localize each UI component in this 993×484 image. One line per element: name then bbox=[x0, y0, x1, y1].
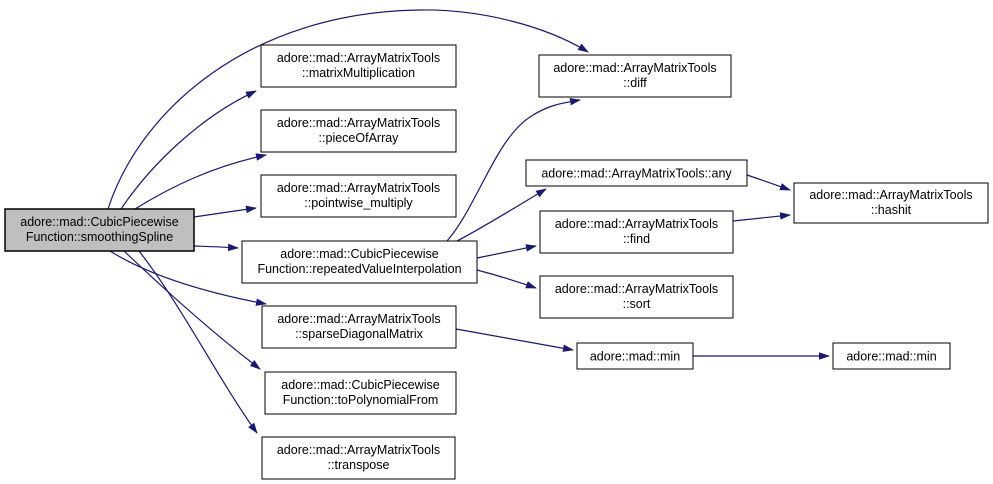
node-label: adore::mad::CubicPiecewise bbox=[20, 215, 178, 229]
node-sparseDiagonalMatrix[interactable]: adore::mad::ArrayMatrixTools ::sparseDia… bbox=[261, 305, 457, 349]
node-label: adore::mad::ArrayMatrixTools bbox=[553, 61, 716, 75]
edge-smoothingSpline-repeatedValueInterpolation bbox=[193, 243, 239, 252]
node-label: Function::toPolynomialFrom bbox=[283, 393, 439, 407]
node-matrixMultiplication[interactable]: adore::mad::ArrayMatrixTools ::matrixMul… bbox=[260, 44, 457, 88]
node-label: adore::mad::ArrayMatrixTools bbox=[277, 312, 440, 326]
node-label: adore::mad::min bbox=[590, 350, 680, 364]
node-label: adore::mad::ArrayMatrixTools bbox=[277, 181, 440, 195]
edge-repeatedValueInterpolation-diff bbox=[446, 97, 581, 242]
node-label: ::hashit bbox=[871, 203, 912, 217]
node-label: ::transpose bbox=[328, 458, 390, 472]
node-label: ::diff bbox=[623, 76, 647, 90]
node-min2[interactable]: adore::mad::min bbox=[832, 342, 951, 370]
node-label: adore::mad::ArrayMatrixTools bbox=[277, 51, 440, 65]
node-label: Function::smoothingSpline bbox=[26, 230, 173, 244]
node-label: ::find bbox=[623, 232, 650, 246]
edge-smoothingSpline-toPolynomialFrom bbox=[123, 250, 261, 370]
node-label: adore::mad::ArrayMatrixTools bbox=[555, 217, 718, 231]
edge-smoothingSpline-pointwise_multiply bbox=[193, 205, 257, 218]
node-label: ::pieceOfArray bbox=[319, 131, 400, 145]
node-label: ::pointwise_multiply bbox=[304, 196, 413, 210]
node-label: ::sort bbox=[623, 297, 651, 311]
node-label: adore::mad::ArrayMatrixTools bbox=[809, 188, 972, 202]
node-label: ::matrixMultiplication bbox=[302, 66, 415, 80]
edge-find-hashit bbox=[732, 212, 791, 222]
edge-repeatedValueInterpolation-find bbox=[476, 244, 537, 259]
edge-smoothingSpline-pieceOfArray bbox=[134, 153, 267, 210]
node-find[interactable]: adore::mad::ArrayMatrixTools ::find bbox=[539, 210, 734, 254]
node-any[interactable]: adore::mad::ArrayMatrixTools::any bbox=[525, 159, 748, 187]
edge-repeatedValueInterpolation-sort bbox=[476, 269, 537, 289]
edge-any-hashit bbox=[746, 174, 791, 191]
node-toPolynomialFrom[interactable]: adore::mad::CubicPiecewise Function::toP… bbox=[264, 371, 457, 415]
node-hashit[interactable]: adore::mad::ArrayMatrixTools ::hashit bbox=[793, 182, 989, 224]
edge-smoothingSpline-sparseDiagonalMatrix bbox=[109, 250, 267, 306]
node-diff[interactable]: adore::mad::ArrayMatrixTools ::diff bbox=[538, 54, 732, 98]
node-min[interactable]: adore::mad::min bbox=[576, 342, 694, 370]
node-sort[interactable]: adore::mad::ArrayMatrixTools ::sort bbox=[539, 275, 734, 319]
edges-layer bbox=[107, 9, 830, 434]
node-transpose[interactable]: adore::mad::ArrayMatrixTools ::transpose bbox=[261, 436, 456, 480]
node-pieceOfArray[interactable]: adore::mad::ArrayMatrixTools ::pieceOfAr… bbox=[260, 109, 457, 153]
edge-repeatedValueInterpolation-any bbox=[456, 188, 547, 242]
node-label: adore::mad::ArrayMatrixTools bbox=[277, 116, 440, 130]
node-smoothingSpline: adore::mad::CubicPiecewise Function::smo… bbox=[4, 208, 195, 252]
edge-smoothingSpline-transpose bbox=[138, 250, 258, 434]
node-label: adore::mad::min bbox=[846, 350, 936, 364]
edge-sparseDiagonalMatrix-min bbox=[455, 328, 574, 352]
node-label: adore::mad::ArrayMatrixTools::any bbox=[541, 167, 732, 181]
edge-smoothingSpline-matrixMultiplication bbox=[120, 90, 257, 210]
edge-smoothingSpline-diff bbox=[107, 9, 589, 210]
node-pointwise_multiply[interactable]: adore::mad::ArrayMatrixTools ::pointwise… bbox=[260, 174, 457, 218]
node-label: ::sparseDiagonalMatrix bbox=[295, 327, 424, 341]
node-label: adore::mad::ArrayMatrixTools bbox=[555, 282, 718, 296]
nodes-layer: adore::mad::CubicPiecewise Function::smo… bbox=[4, 44, 989, 480]
node-repeatedValueInterpolation[interactable]: adore::mad::CubicPiecewise Function::rep… bbox=[241, 240, 478, 284]
node-label: Function::repeatedValueInterpolation bbox=[257, 262, 461, 276]
node-label: adore::mad::ArrayMatrixTools bbox=[277, 443, 440, 457]
node-label: adore::mad::CubicPiecewise bbox=[280, 247, 438, 261]
node-label: adore::mad::CubicPiecewise bbox=[281, 378, 439, 392]
